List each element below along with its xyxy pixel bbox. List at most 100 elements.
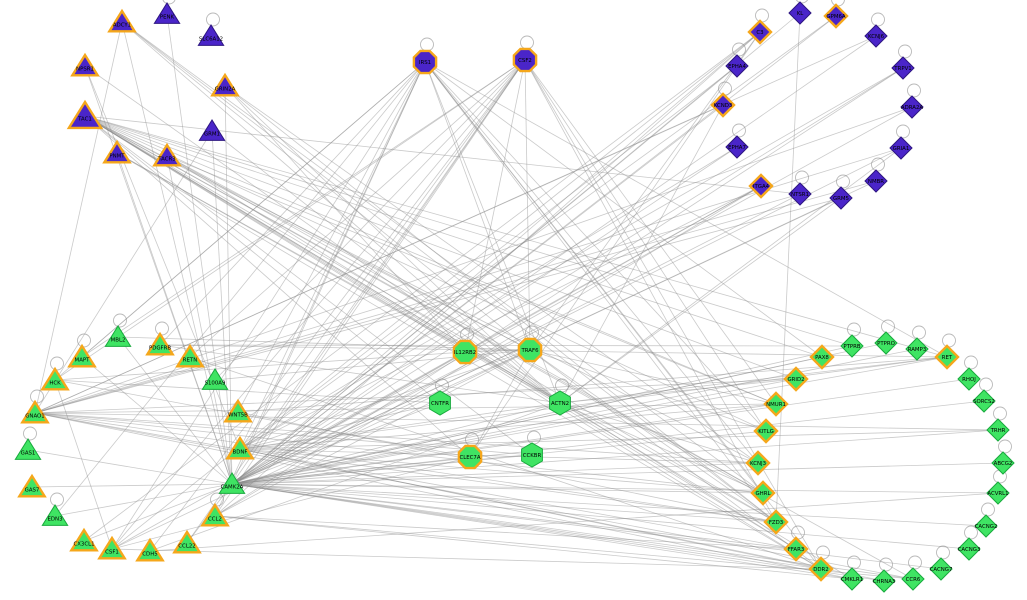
diamond-node-shape[interactable] [991,451,1015,475]
node-CHRNA3[interactable]: CHRNA3 [872,569,896,593]
diamond-node-shape[interactable] [823,3,849,29]
node-KCNJ6[interactable]: KCNJ6 [864,24,888,48]
node-TAC1[interactable]: TAC1 [66,99,104,130]
octagon-node-shape[interactable] [412,49,438,75]
node-GNAO1[interactable]: GNAO1 [20,399,50,424]
node-IL12RB2[interactable]: IL12RB2 [452,339,478,365]
node-TACR3[interactable]: TACR3 [152,142,182,167]
diamond-node-shape[interactable] [725,135,749,159]
diamond-node-shape[interactable] [986,418,1010,442]
diamond-node-shape[interactable] [986,481,1010,505]
triangle-node-shape[interactable] [20,399,50,424]
hexagon-node-shape[interactable] [521,442,543,468]
node-KL[interactable]: KL [788,1,812,25]
triangle-node-shape[interactable] [107,8,137,33]
triangle-node-shape[interactable] [172,529,202,554]
triangle-node-shape[interactable] [152,142,182,167]
diamond-node-shape[interactable] [840,567,864,591]
diamond-node-shape[interactable] [872,569,896,593]
triangle-node-shape[interactable] [223,398,253,423]
diamond-node-shape[interactable] [745,450,771,476]
diamond-node-shape[interactable] [957,367,981,391]
triangle-node-shape[interactable] [175,343,205,368]
node-PAX8[interactable]: PAX8 [809,344,835,370]
triangle-node-shape[interactable] [210,72,240,97]
diamond-node-shape[interactable] [934,344,960,370]
triangle-node-shape[interactable] [97,535,127,560]
diamond-node-shape[interactable] [783,536,809,562]
node-TRAF6[interactable]: TRAF6 [517,337,543,363]
node-KITLG[interactable]: KITLG [753,418,779,444]
diamond-node-shape[interactable] [900,95,924,119]
diamond-node-shape[interactable] [788,1,812,25]
node-GAS1[interactable]: GAS1 [14,438,42,460]
node-CLEC7A[interactable]: CLEC7A [457,444,483,470]
node-CACNG2[interactable]: CACNG2 [974,514,998,538]
triangle-node-shape[interactable] [70,52,100,77]
triangle-node-shape[interactable] [218,472,246,494]
node-GRM1[interactable]: GRM1 [198,119,226,141]
diamond-node-shape[interactable] [788,182,812,206]
diamond-node-shape[interactable] [864,169,888,193]
node-ACVRL1[interactable]: ACVRL1 [986,481,1010,505]
node-CX3CL1[interactable]: CX3CL1 [69,527,99,552]
diamond-node-shape[interactable] [889,136,913,160]
node-CCR6[interactable]: CCR6 [901,567,925,591]
node-NTSR1[interactable]: NTSR1 [788,182,812,206]
node-GRIA1[interactable]: GRIA1 [889,136,913,160]
triangle-node-shape[interactable] [69,527,99,552]
node-CACNG3[interactable]: CACNG3 [957,537,981,561]
node-CSF1[interactable]: CSF1 [97,535,127,560]
hexagon-node-shape[interactable] [549,390,571,416]
node-TRPV1[interactable]: TRPV1 [891,56,915,80]
triangle-node-shape[interactable] [66,99,104,130]
diamond-node-shape[interactable] [957,537,981,561]
node-CACNG7[interactable]: CACNG7 [929,557,953,581]
node-ADRA2A[interactable]: ADRA2A [900,95,924,119]
node-GAS7[interactable]: GAS7 [17,473,47,498]
node-RHOJ[interactable]: RHOJ [957,367,981,391]
octagon-node-shape[interactable] [457,444,483,470]
diamond-node-shape[interactable] [905,337,929,361]
triangle-node-shape[interactable] [201,368,229,390]
diamond-node-shape[interactable] [763,391,789,417]
diamond-node-shape[interactable] [748,173,774,199]
hexagon-node-shape[interactable] [429,390,451,416]
node-SORCS2[interactable]: SORCS2 [972,389,996,413]
diamond-node-shape[interactable] [808,556,834,582]
octagon-node-shape[interactable] [517,337,543,363]
triangle-node-shape[interactable] [40,366,70,391]
node-RET[interactable]: RET [934,344,960,370]
triangle-node-shape[interactable] [225,435,255,460]
node-NMUR1[interactable]: NMUR1 [763,391,789,417]
diamond-node-shape[interactable] [972,389,996,413]
octagon-node-shape[interactable] [452,339,478,365]
octagon-node-shape[interactable] [512,47,538,73]
node-PTPRB[interactable]: PTPRB [840,334,864,358]
diamond-node-shape[interactable] [901,567,925,591]
diamond-node-shape[interactable] [783,366,809,392]
diamond-node-shape[interactable] [829,186,853,210]
triangle-node-shape[interactable] [41,504,69,526]
triangle-node-shape[interactable] [17,473,47,498]
triangle-node-shape[interactable] [197,24,225,46]
node-NPSR1[interactable]: NPSR1 [70,52,100,77]
diamond-node-shape[interactable] [891,56,915,80]
node-IRS1[interactable]: IRS1 [412,49,438,75]
node-PENK[interactable]: PENK [153,2,181,24]
diamond-node-shape[interactable] [710,92,736,118]
diamond-node-shape[interactable] [809,344,835,370]
node-GPM6A[interactable]: GPM6A [823,3,849,29]
triangle-node-shape[interactable] [198,119,226,141]
node-EPHA7[interactable]: EPHA7 [725,135,749,159]
node-GRM5[interactable]: GRM5 [829,186,853,210]
triangle-node-shape[interactable] [104,325,132,347]
triangle-node-shape[interactable] [102,139,132,164]
node-SLC6A12[interactable]: SLC6A12 [197,24,225,46]
node-KCNJ3[interactable]: KCNJ3 [745,450,771,476]
node-PDGFRB[interactable]: PDGFRB [145,331,175,356]
node-TRHR[interactable]: TRHR [986,418,1010,442]
node-ITGA4[interactable]: ITGA4 [748,173,774,199]
